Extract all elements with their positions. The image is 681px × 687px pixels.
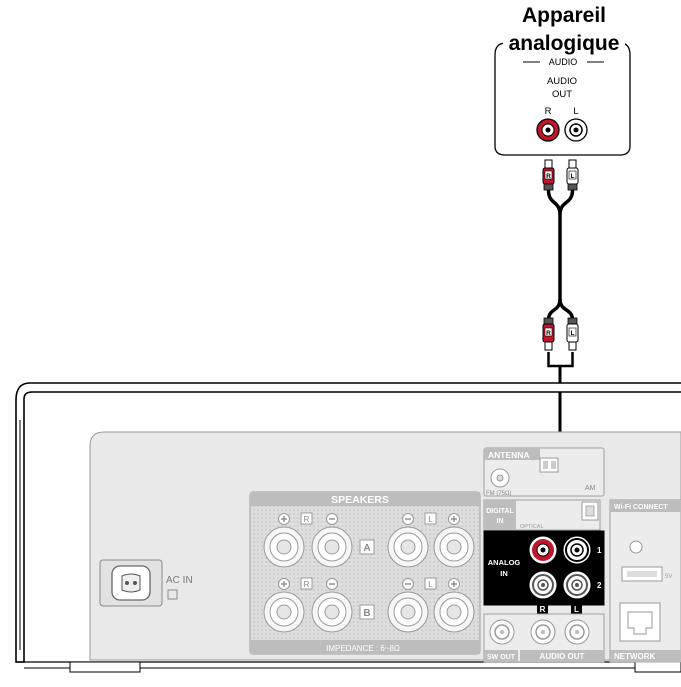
speaker-channel-tags: R L R L A B <box>300 512 437 620</box>
speaker-r-tag-b: R <box>304 580 310 589</box>
analog-in-label-2: IN <box>500 569 508 578</box>
speaker-r-tag-a: R <box>304 515 310 524</box>
cable-top-plug-l[interactable]: L <box>566 159 579 191</box>
speaker-a-l-plus[interactable] <box>433 526 475 568</box>
network-port[interactable] <box>619 602 661 642</box>
speaker-b-l-plus[interactable] <box>433 591 475 633</box>
connection-bracket <box>547 352 574 368</box>
speaker-a-r-plus[interactable] <box>263 526 305 568</box>
ac-in-symbol <box>167 589 178 600</box>
sw-out-jack[interactable] <box>489 619 515 645</box>
speaker-a-l-minus[interactable] <box>387 526 429 568</box>
am-antenna-terminal[interactable] <box>539 457 559 473</box>
speakers-label: SPEAKERS <box>331 494 389 506</box>
optical-jack[interactable] <box>581 501 599 521</box>
analog-in-2-l-jack[interactable] <box>562 570 592 600</box>
analog-l-tag-bg <box>571 604 582 614</box>
audio-out-header <box>520 650 604 662</box>
optical-label: OPTICAL <box>520 524 544 530</box>
device-channel-r: R <box>545 106 552 117</box>
speaker-b-r-minus[interactable] <box>311 591 353 633</box>
cable-split-top <box>546 189 575 216</box>
cable-top-plug-r[interactable]: R <box>542 159 555 191</box>
am-label: AM <box>585 485 596 492</box>
ac-in-inlet[interactable] <box>99 559 163 607</box>
wifi-connect-label: Wi-Fi CONNECT <box>614 504 668 511</box>
speaker-a-tag: A <box>363 543 370 554</box>
analog-in-1-r-jack[interactable] <box>528 535 558 565</box>
receiver-unit: AC IN SPEAKERS IMPEDANCE : 6~8Ω <box>15 382 681 673</box>
audio-out-label: AUDIO OUT <box>540 652 585 661</box>
analog-l-tag: L <box>574 605 579 614</box>
usb-port[interactable] <box>621 566 663 582</box>
audio-out-l-jack[interactable] <box>564 619 590 645</box>
device-jack-r[interactable] <box>536 118 560 142</box>
wifi-connect-header <box>610 500 681 512</box>
device-title-line1: Appareil <box>522 4 606 27</box>
speaker-l-tag-b: L <box>428 580 433 589</box>
speaker-a-r-minus[interactable] <box>311 526 353 568</box>
cable-bottom-plug-l[interactable]: L <box>566 317 579 351</box>
foot-right <box>634 661 681 673</box>
wifi-connect-button[interactable] <box>629 540 643 554</box>
device-channel-l: L <box>573 106 578 117</box>
speaker-l-tag-a: L <box>428 515 433 524</box>
fm-antenna-jack[interactable] <box>490 468 510 488</box>
digital-in-label-1: DIGITAL <box>486 508 514 515</box>
network-header <box>610 650 681 662</box>
analog-in-1-l-jack[interactable] <box>562 535 592 565</box>
device-title-line2: analogique <box>509 32 620 55</box>
digital-in-label-2: IN <box>497 518 504 525</box>
cable-bottom-plug-l-label: L <box>571 330 575 337</box>
analog-in-label-1: ANALOG <box>488 558 521 567</box>
cable-split-bottom <box>546 298 575 321</box>
cable-bottom-plug-r[interactable]: R <box>542 317 555 351</box>
analog-r-tag-bg <box>537 604 548 614</box>
analog-in-header <box>484 531 524 605</box>
usb-5v-label: 5V <box>665 574 672 580</box>
speakers-header <box>250 492 480 506</box>
analog-in-1-label: 1 <box>597 546 602 555</box>
ac-in-label: AC IN <box>166 575 193 586</box>
impedance-label: IMPEDANCE : 6~8Ω <box>326 644 400 653</box>
speaker-terminals <box>263 526 475 633</box>
polarity-signs <box>281 516 457 587</box>
antenna-header <box>484 448 540 460</box>
device-jack-l[interactable] <box>564 118 588 142</box>
analog-in-2-r-jack[interactable] <box>528 570 558 600</box>
title-backdrop <box>503 30 625 54</box>
foot-left <box>69 661 141 673</box>
sw-out-header <box>484 650 518 662</box>
cable-top-plug-r-label: R <box>546 173 551 180</box>
analog-device: Appareil analogique AUDIO AUDIO OUT R L <box>494 4 631 156</box>
device-box <box>494 42 631 156</box>
cable-top-plug-l-label: L <box>571 173 575 180</box>
cable-bottom-plug-r-label: R <box>546 330 551 337</box>
analog-r-tag: R <box>540 605 546 614</box>
speaker-b-r-plus[interactable] <box>263 591 305 633</box>
speaker-b-tag: B <box>363 608 370 619</box>
sw-out-label: SW OUT <box>487 654 516 661</box>
network-label: NETWORK <box>614 652 656 661</box>
fm-label: FM (75Ω) <box>486 491 512 497</box>
speaker-b-l-minus[interactable] <box>387 591 429 633</box>
digital-in-header <box>484 500 516 530</box>
device-output-label-2: OUT <box>552 89 572 100</box>
impedance-footer <box>250 640 480 654</box>
device-group-label: AUDIO <box>549 57 578 67</box>
antenna-label: ANTENNA <box>488 450 530 460</box>
audio-out-r-jack[interactable] <box>530 619 556 645</box>
analog-in-2-label: 2 <box>597 581 602 590</box>
device-output-label-1: AUDIO <box>547 76 577 87</box>
